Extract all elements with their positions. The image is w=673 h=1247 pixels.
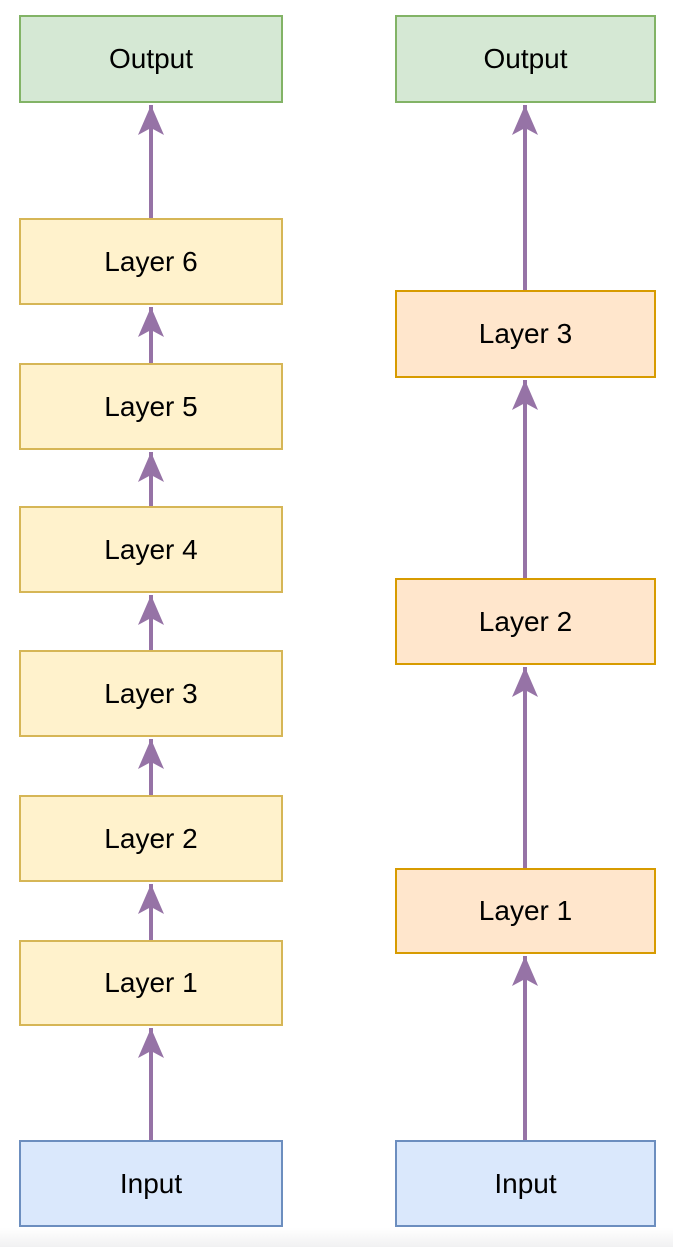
- node-left-layer-2: Layer 2: [19, 795, 283, 882]
- node-label: Layer 3: [478, 318, 573, 349]
- node-label: Layer 1: [478, 895, 573, 926]
- node-right-layer-2: Layer 2: [395, 578, 656, 665]
- node-left-layer-3: Layer 3: [19, 650, 283, 737]
- node-left-layer-5: Layer 5: [19, 363, 283, 450]
- node-label: Input: [494, 1167, 557, 1199]
- page-bottom-edge: [0, 1228, 673, 1247]
- node-right-output: Output: [395, 15, 656, 103]
- node-label: Output: [483, 43, 568, 74]
- node-label: Layer 5: [104, 390, 198, 422]
- node-right-input: Input: [395, 1140, 656, 1227]
- node-right-layer-1: Layer 1: [395, 868, 656, 954]
- node-label: Layer 6: [104, 245, 198, 277]
- node-left-layer-6: Layer 6: [19, 218, 283, 305]
- node-label: Layer 4: [104, 533, 198, 565]
- node-label: Layer 2: [478, 605, 573, 637]
- node-left-output: Output: [19, 15, 283, 103]
- node-label: Layer 2: [104, 822, 198, 854]
- node-left-input: Input: [19, 1140, 283, 1227]
- node-label: Layer 3: [104, 677, 198, 709]
- node-label: Input: [119, 1167, 183, 1199]
- node-label: Layer 1: [104, 967, 198, 998]
- node-left-layer-1: Layer 1: [19, 940, 283, 1026]
- node-label: Output: [108, 43, 194, 74]
- node-left-layer-4: Layer 4: [19, 506, 283, 593]
- node-right-layer-3: Layer 3: [395, 290, 656, 378]
